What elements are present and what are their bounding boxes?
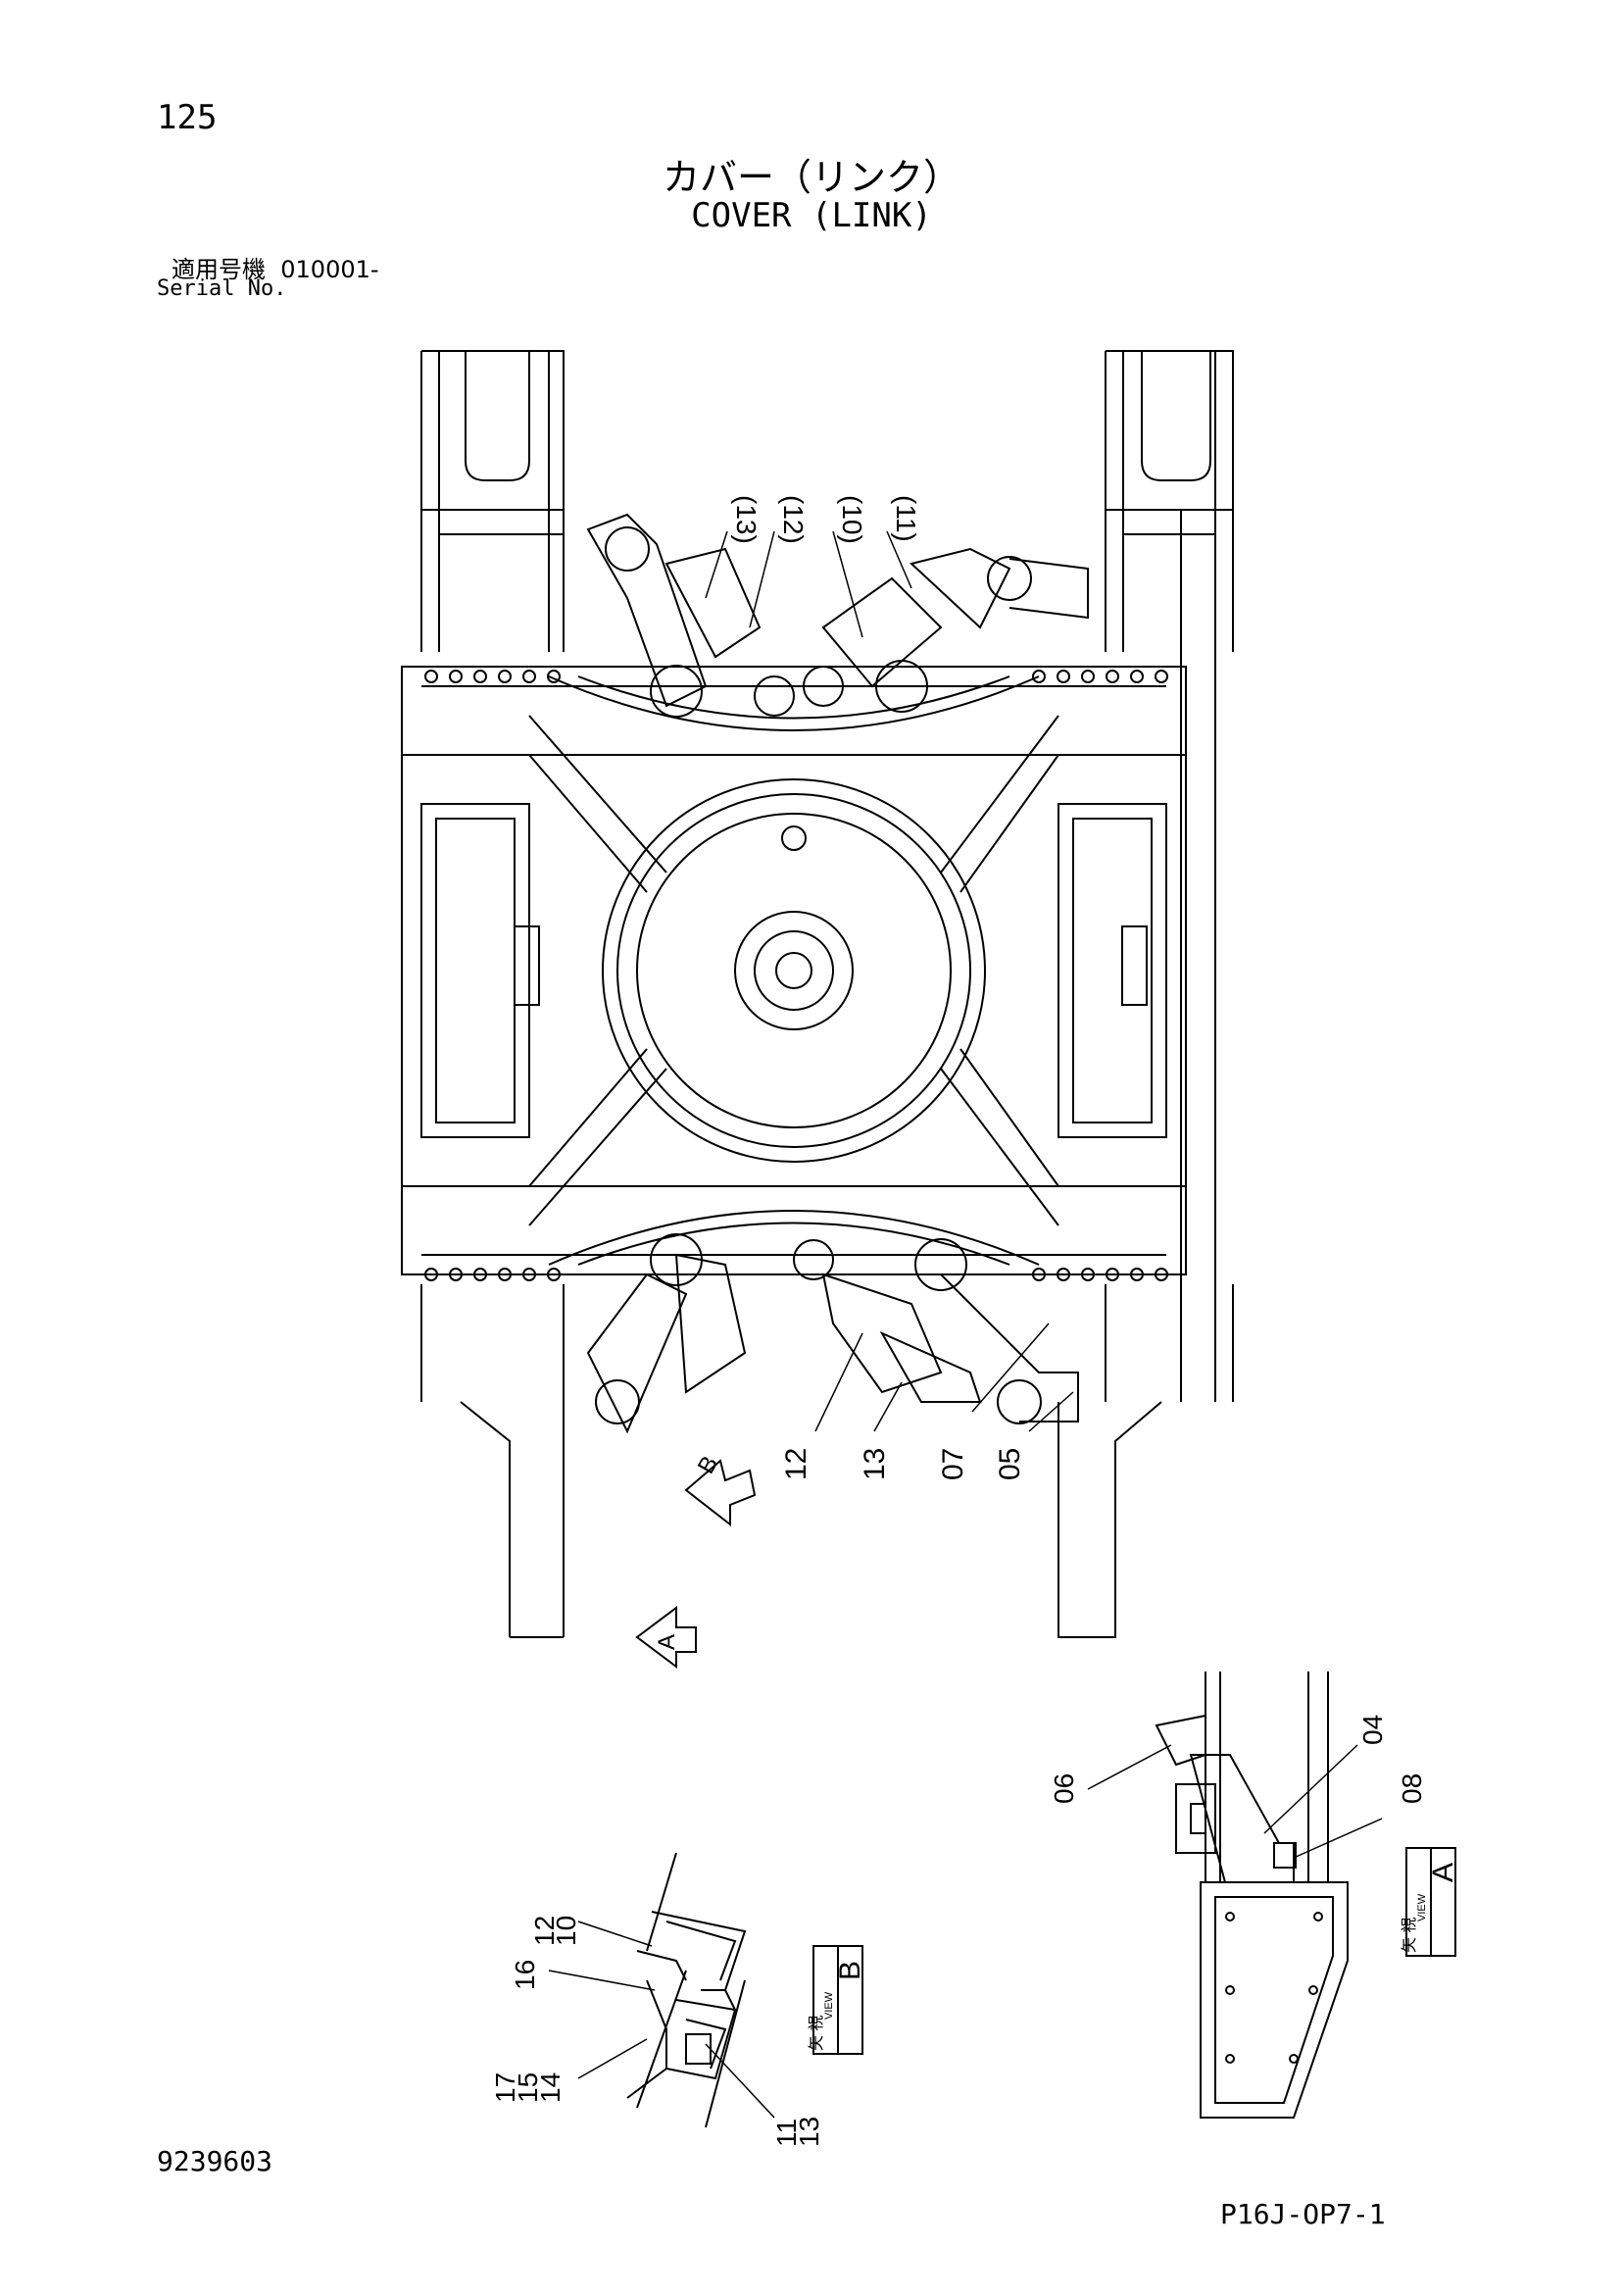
title-english: COVER (LINK) xyxy=(691,196,932,235)
callout-b-15: 15 xyxy=(513,2072,543,2103)
detail-view-b-leaders xyxy=(548,1921,775,2119)
detail-view-a-drawing xyxy=(1155,1672,1349,2119)
callout-b-16: 16 xyxy=(510,1960,540,1990)
view-b-label-en: VIEW xyxy=(823,1991,835,2020)
serial-value: 010001- xyxy=(280,256,379,283)
view-arrow-b xyxy=(684,1459,757,1527)
view-b-letter: B xyxy=(834,1961,866,1980)
view-b-label-ja: 矢 視 xyxy=(808,2016,825,2051)
serial-label-ja: 適用号機 xyxy=(172,256,266,283)
view-a-letter: A xyxy=(1427,1863,1459,1882)
callout-b-13: 13 xyxy=(794,2117,824,2147)
callout-12-top: (12) xyxy=(778,495,809,544)
callout-07-bottom: 07 xyxy=(937,1448,969,1480)
callout-10-top: (10) xyxy=(837,495,867,544)
callout-13-top: (13) xyxy=(731,495,762,544)
callout-a-06: 06 xyxy=(1049,1773,1079,1804)
document-number: 9239603 xyxy=(157,2145,273,2177)
top-callout-leaders xyxy=(705,530,912,638)
title-japanese: カバー（リンク） xyxy=(662,156,960,199)
callout-05-bottom: 05 xyxy=(994,1448,1026,1480)
view-a-label-en: VIEW xyxy=(1416,1893,1428,1922)
main-frame-drawing xyxy=(401,350,1234,1638)
detail-view-b-drawing xyxy=(626,1852,747,2128)
callout-b-17: 17 xyxy=(490,2072,520,2103)
bolt-row-bottom xyxy=(424,1268,1168,1281)
view-arrow-b-letter: B xyxy=(693,1452,723,1478)
callout-b-14: 14 xyxy=(535,2072,566,2103)
view-a-label-ja: 矢 視 xyxy=(1401,1918,1418,1953)
detail-view-a-leaders xyxy=(1087,1744,1383,1859)
serial-line: 適用号機 010001- xyxy=(172,250,379,284)
view-arrow-a xyxy=(635,1606,697,1669)
callout-b-12: 12 xyxy=(529,1916,560,1946)
callout-b-11: 11 xyxy=(771,2119,802,2147)
bottom-callout-leaders xyxy=(814,1323,1074,1432)
bolt-row-top xyxy=(424,670,1168,683)
callout-11-top: (11) xyxy=(891,495,921,542)
serial-label-en: Serial No. xyxy=(157,276,287,301)
callout-a-04: 04 xyxy=(1357,1715,1388,1745)
view-arrow-a-letter: A xyxy=(654,1634,680,1650)
callout-a-08: 08 xyxy=(1397,1773,1427,1804)
callout-13-bottom: 13 xyxy=(859,1448,891,1480)
view-a-label-box xyxy=(1405,1847,1456,1957)
callout-b-10: 10 xyxy=(551,1916,581,1946)
page-code: P16J-OP7-1 xyxy=(1220,2198,1386,2230)
view-b-label-box xyxy=(812,1945,863,2055)
callout-12-bottom: 12 xyxy=(780,1448,812,1480)
page-number: 125 xyxy=(157,98,218,137)
